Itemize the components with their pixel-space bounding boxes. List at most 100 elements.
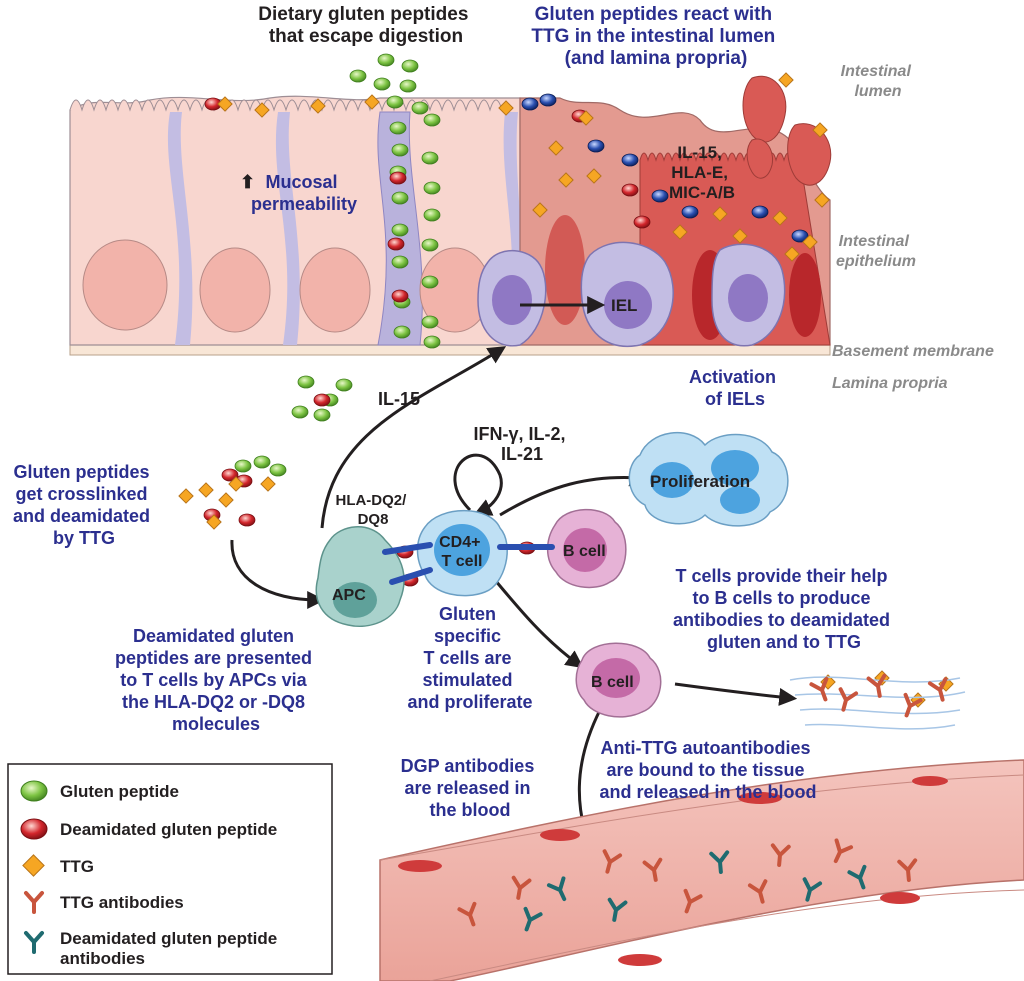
cell-junction [167,112,193,345]
ttg-enzyme [548,140,564,156]
antittg-arrow [674,682,798,706]
gluten-peptide [421,315,439,329]
deamidated-peptide [313,393,331,407]
ttg-enzyme [310,98,326,114]
nucleus [563,528,607,572]
hla-tcr-complex [382,542,433,555]
crosslinked-label: Gluten peptides get crosslinked and deam… [13,462,155,548]
legend-label-dgp-antibodies: Deamidated gluten peptide antibodies [60,929,282,968]
shed-cell [746,138,774,179]
dgp-label: DGP antibodies are released in the blood [401,756,540,820]
basement-label: Basement membrane [832,343,994,360]
ttg-enzyme [254,102,270,118]
ttg-enzyme [532,202,548,218]
gluten-peptide [349,69,367,83]
ttg-enzyme [198,482,214,498]
ttg-enzyme [784,246,800,262]
nucleus [299,247,371,333]
hla-molecule [539,93,557,107]
nucleus [545,215,585,325]
up-arrow-icon: ⬆ [240,172,255,192]
legend-label-gluten: Gluten peptide [60,782,179,801]
gluten-peptide [423,335,441,349]
red-blood-cell [398,860,442,872]
nucleus [592,658,640,698]
legend-label-ttg-antibodies: TTG antibodies [60,893,184,912]
gluten-peptide [423,208,441,222]
deamidated-peptide [391,289,409,303]
ttg-enzyme [260,476,276,492]
ttg-enzyme [814,192,830,208]
gluten-peptide [291,405,309,419]
hla-molecule [681,205,699,219]
red-blood-cell [618,954,662,966]
nucleus [720,486,760,514]
deamidated-peptide [621,183,639,197]
gluten-peptide [423,113,441,127]
nucleus [650,462,694,498]
hla-tcr-complex [389,567,433,585]
cell-junction [275,112,300,345]
iel-label: IEL [611,296,637,315]
intestinal-epithelium [69,75,832,356]
deamidated-peptide [389,171,407,185]
hla-molecule [621,153,639,167]
help-label: T cells provide their help to B cells to… [673,566,895,652]
ttg-enzyme [802,234,818,250]
bcell-label-2: B cell [591,674,634,691]
proliferation-arrow [499,468,648,517]
hla-molecule [791,229,809,243]
gluten-peptide [313,408,331,422]
gluten-peptide [234,459,252,473]
red-blood-cell [912,776,948,786]
ttg-enzyme [364,94,380,110]
presented-label: Deamidated gluten peptides are presented… [115,626,317,734]
hla-molecule [651,189,669,203]
gluten-peptide [421,151,439,165]
ttg-enzyme [228,476,244,492]
gluten-peptide [391,143,409,157]
molecules [178,53,954,708]
autocrine-arrow [453,453,503,516]
ttg-enzyme [586,168,602,184]
il15-label: IL-15 [378,389,420,409]
red-blood-cell [880,892,920,904]
epithelium-label: Intestinal epithelium [836,233,916,270]
labels: Dietary gluten peptides that escape dige… [13,4,994,820]
ttg-enzyme [712,206,728,222]
deamidated-peptide [221,468,239,482]
gluten-peptide [269,463,287,477]
iel-nucleus [604,281,652,329]
tissue-bound-antibody [833,687,859,714]
gluten-peptide [335,378,353,392]
cytokines-label: IFN-γ, IL-2, IL-21 [473,424,570,464]
hla-label: HLA-DQ2/ DQ8 [335,492,410,528]
blood-vessel [379,759,1024,981]
basement-membrane [69,344,831,356]
nucleus [789,253,821,337]
nucleus [82,239,168,331]
gluten-peptide [253,455,271,469]
deamidated-peptide [238,513,256,527]
activation-label: Activation of IELs [689,367,781,409]
ttg-enzyme [578,110,594,126]
gluten-peptide [401,59,419,73]
gluten-peptide [386,95,404,109]
ttg-enzyme [218,492,234,508]
hla-molecule [751,205,769,219]
ttg-enzyme [732,228,748,244]
green-peptide-icon [20,780,48,802]
hla-molecule [587,139,605,153]
nucleus [711,450,759,486]
gluten-peptide [391,191,409,205]
gluten-peptide [411,101,429,115]
il15-group-label: IL-15, HLA-E, MIC-A/B [669,143,735,202]
iel-nucleus [492,275,532,325]
iel-nucleus [728,274,768,322]
ttg-enzyme [812,122,828,138]
ttg-enzyme [498,100,514,116]
legend-label-ttg: TTG [60,857,94,876]
hla-molecule [521,97,539,111]
gluten-peptide [373,77,391,91]
